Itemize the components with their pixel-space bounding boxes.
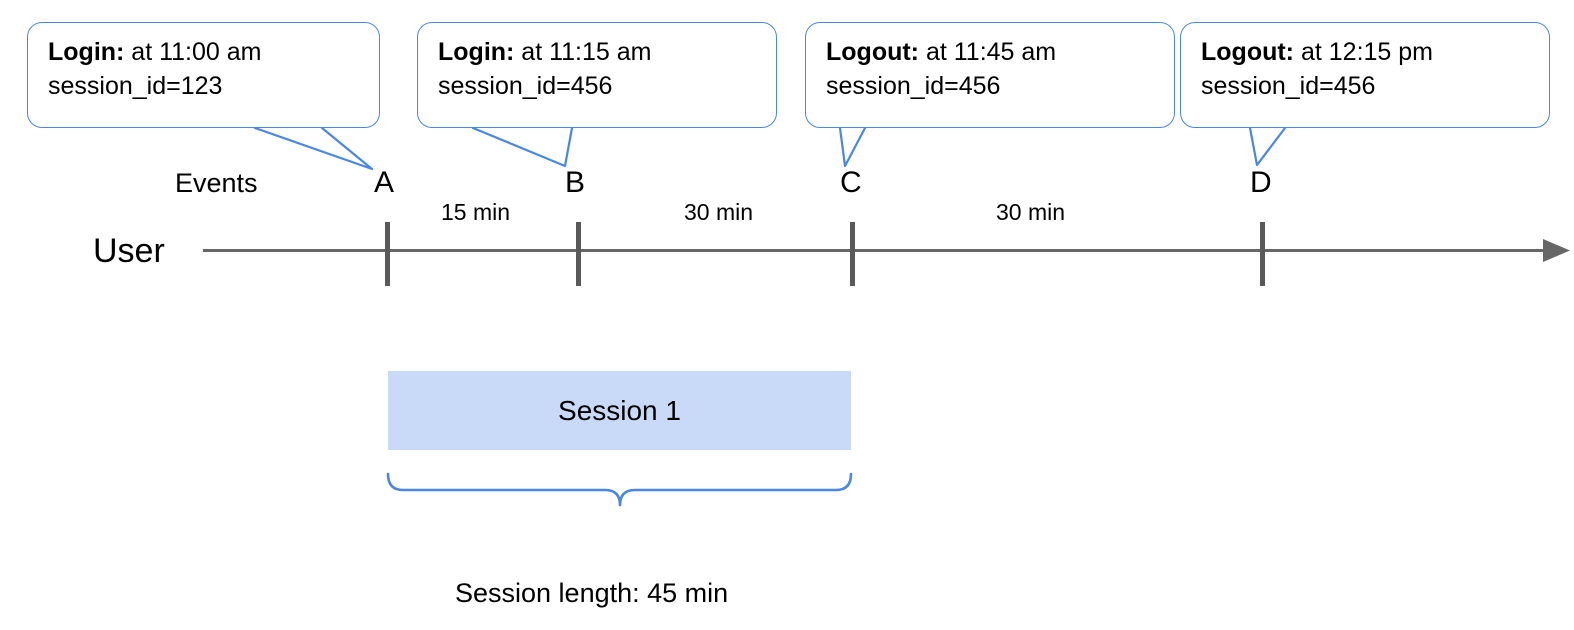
tick-label-a: A <box>374 166 395 199</box>
callout-c-line-1: Logout: at 11:45 am <box>826 35 1158 69</box>
callout-bubble-b[interactable]: Login: at 11:15 am session_id=456 <box>417 22 777 128</box>
callout-c-line-2: session_id=456 <box>826 72 1001 100</box>
callout-tail-b <box>471 126 574 168</box>
callout-tail-a <box>253 126 374 171</box>
callout-bubble-d[interactable]: Logout: at 12:15 pm session_id=456 <box>1180 22 1550 128</box>
callout-b-event: Login: <box>438 38 515 66</box>
callout-c-event: Logout: <box>826 38 920 66</box>
callout-d-line-2: session_id=456 <box>1201 72 1376 100</box>
callout-b-line-2: session_id=456 <box>438 72 613 100</box>
session-length-caption: Session length: 45 min <box>455 578 729 608</box>
interval-label-b-c: 30 min <box>684 199 754 225</box>
callout-bubble-a[interactable]: Login: at 11:00 am session_id=123 <box>27 22 380 128</box>
callout-d-line-1: Logout: at 12:15 pm <box>1201 35 1533 69</box>
tick-label-b: B <box>565 166 586 199</box>
interval-label-a-b: 15 min <box>441 199 511 225</box>
callout-a-event: Login: <box>48 38 125 66</box>
callout-tail-d <box>1248 126 1287 167</box>
callout-b-line-1: Login: at 11:15 am <box>438 35 760 69</box>
callout-tail-c <box>838 126 867 168</box>
callout-a-time: at 11:00 am <box>124 38 262 66</box>
callout-d-event: Logout: <box>1201 38 1295 66</box>
session-bar-label: Session 1 <box>558 394 681 426</box>
callout-b-time: at 11:15 am <box>514 38 652 66</box>
tick-label-d: D <box>1250 166 1272 199</box>
callout-c-time: at 11:45 am <box>919 38 1057 66</box>
user-row-label: User <box>93 232 165 270</box>
session-length-brace <box>386 472 853 507</box>
events-row-label: Events <box>175 168 258 198</box>
callout-bubble-c[interactable]: Logout: at 11:45 am session_id=456 <box>805 22 1175 128</box>
timeline-arrowhead <box>1543 239 1570 262</box>
callout-a-line-1: Login: at 11:00 am <box>48 35 363 69</box>
interval-label-c-d: 30 min <box>996 199 1066 225</box>
tick-label-c: C <box>840 166 862 199</box>
callout-d-time: at 12:15 pm <box>1294 38 1433 66</box>
session-bar[interactable]: Session 1 <box>388 371 851 450</box>
callout-a-line-2: session_id=123 <box>48 72 223 100</box>
